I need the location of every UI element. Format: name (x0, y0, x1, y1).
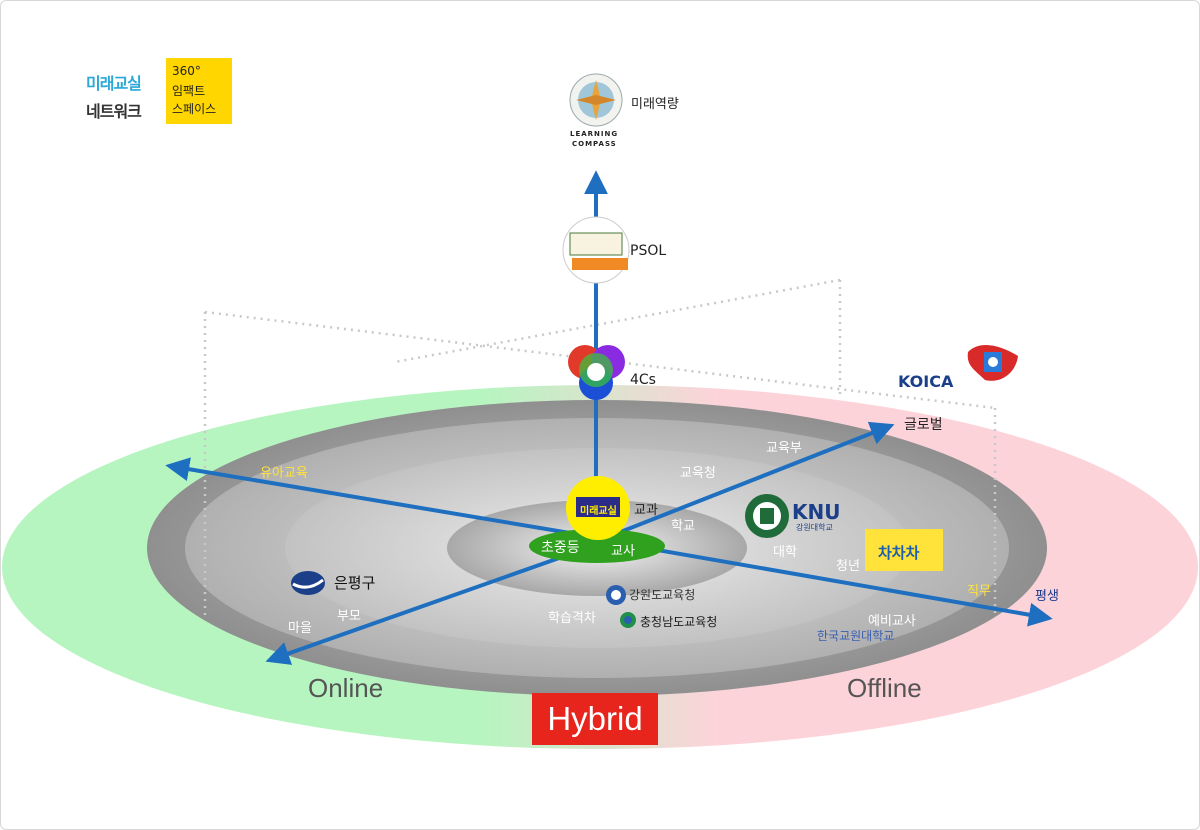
impact-space-badge: 360° 임팩트 스페이스 (166, 58, 232, 124)
compass-text-2: COMPASS (572, 140, 617, 148)
center-emblem-icon (529, 476, 665, 563)
gangwon-office-text: 강원도교육청 (629, 588, 696, 602)
label-school: 학교 (671, 519, 695, 534)
eunpyeong-emblem-icon (291, 571, 325, 595)
label-subject: 교과 (634, 503, 658, 518)
youth-logo-text: 차차차 (878, 544, 920, 562)
label-early-edu: 유아교육 (260, 466, 308, 481)
label-future-competency: 미래역량 (631, 97, 679, 112)
label-university: 대학 (773, 545, 797, 560)
label-ministry: 교육부 (766, 441, 802, 456)
gangwon-office-icon (606, 585, 626, 605)
dotted-frame (203, 278, 997, 620)
chungnam-office-text: 충청남도교육청 (640, 615, 718, 629)
fourcs-venn-icon (568, 345, 625, 400)
label-parents: 부모 (337, 609, 361, 624)
label-elem-mid: 초중등 (541, 540, 580, 556)
label-teacher: 교사 (611, 544, 635, 559)
knu-emblem-icon (745, 494, 789, 538)
center-logo-text: 미래교실 (580, 506, 617, 517)
chungnam-office-icon (620, 612, 636, 628)
label-offline: Offline (847, 673, 922, 703)
label-global: 글로벌 (904, 417, 943, 433)
logo-title-bottom: 네트워크 (86, 102, 142, 121)
label-online: Online (308, 673, 384, 703)
learning-compass-icon (569, 73, 623, 127)
compass-text-1: LEARNING (570, 130, 619, 138)
label-youth: 청년 (836, 559, 860, 574)
label-4cs: 4Cs (630, 372, 656, 388)
badge-line-2: 임팩트 (172, 84, 206, 98)
label-learning-gap: 학습격차 (548, 611, 596, 626)
badge-line-1: 360° (172, 64, 201, 78)
youth-logo-icon (865, 529, 943, 571)
label-job: 직무 (967, 584, 991, 599)
logo-title-top: 미래교실 (86, 74, 142, 93)
knu-sub-text: 강원대학교 (796, 523, 833, 532)
psol-icon (562, 216, 630, 284)
label-hybrid: Hybrid (532, 693, 658, 745)
azerbaijan-flag-icon (967, 345, 1018, 381)
knu-logo-text: KNU (792, 500, 841, 524)
label-psol: PSOL (630, 243, 667, 259)
label-office: 교육청 (680, 466, 716, 481)
knue-logo-text: 한국교원대학교 (817, 629, 895, 643)
badge-line-3: 스페이스 (172, 102, 217, 116)
eunpyeong-logo-text: 은평구 (334, 574, 376, 592)
label-preservice: 예비교사 (868, 614, 916, 629)
label-lifelong: 평생 (1035, 589, 1059, 604)
label-village: 마을 (288, 621, 312, 636)
koica-logo-text: KOICA (898, 372, 954, 391)
